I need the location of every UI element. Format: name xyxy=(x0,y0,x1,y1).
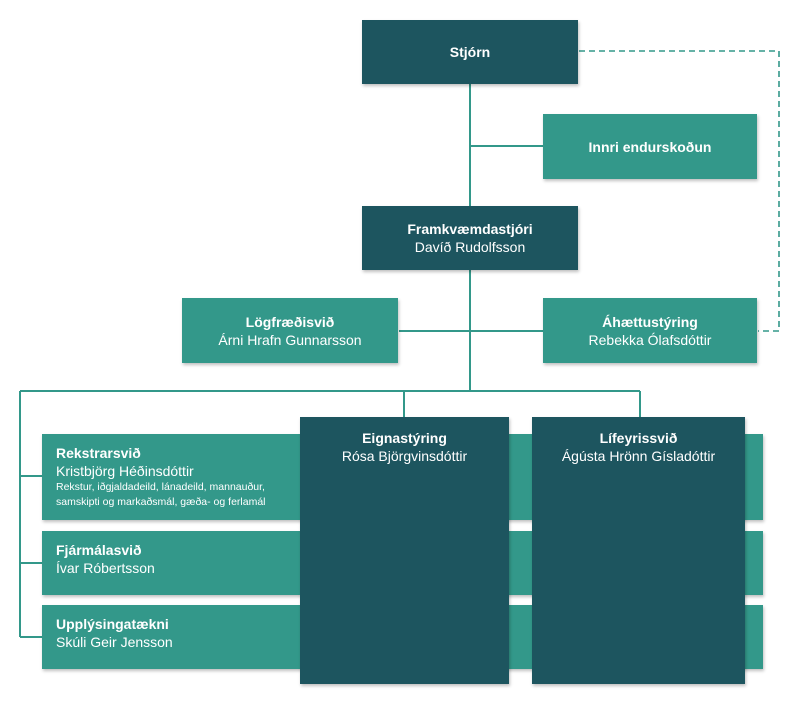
ceo-title: Framkvæmdastjóri xyxy=(407,221,533,237)
innri-box: Innri endurskoðun xyxy=(543,114,757,179)
ceo-box: Framkvæmdastjóri Davíð Rudolfsson xyxy=(362,206,578,270)
lifeyris-name: Ágústa Hrönn Gísladóttir xyxy=(561,448,716,464)
eigna-box: Eignastýring Rósa Björgvinsdóttir xyxy=(300,417,509,684)
upplysinga-title: Upplýsingatækni xyxy=(56,616,169,632)
innri-title: Innri endurskoðun xyxy=(588,138,712,155)
upplysinga-name: Skúli Geir Jensson xyxy=(56,634,173,650)
rekstrar-desc-1: Rekstur, iðgjaldadeild, lánadeild, manna… xyxy=(56,481,265,493)
logfraedi-name: Árni Hrafn Gunnarsson xyxy=(218,331,362,348)
lifeyris-box: Lífeyrissvið Ágústa Hrönn Gísladóttir xyxy=(532,417,745,684)
stjorn-box: Stjórn xyxy=(362,20,578,84)
eigna-title: Eignastýring xyxy=(362,430,447,446)
rekstrar-name: Kristbjörg Héðinsdóttir xyxy=(56,463,194,479)
rekstrar-title: Rekstrarsvið xyxy=(56,445,141,461)
fjarmala-name: Ívar Róbertsson xyxy=(56,560,155,576)
fjarmala-title: Fjármálasvið xyxy=(56,542,142,558)
rekstrar-desc-2: samskipti og markaðsmál, gæða- og ferlam… xyxy=(56,496,266,508)
logfraedi-title: Lögfræðisvið xyxy=(245,313,335,330)
lifeyris-title: Lífeyrissvið xyxy=(599,430,678,446)
stjorn-title: Stjórn xyxy=(449,44,491,60)
logfraedi-box: Lögfræðisvið Árni Hrafn Gunnarsson xyxy=(182,298,398,363)
ahaettu-name: Rebekka Ólafsdóttir xyxy=(588,331,712,348)
dashed-board-link xyxy=(579,50,780,332)
ahaettu-box: Áhættustýring Rebekka Ólafsdóttir xyxy=(543,298,757,363)
ceo-name: Davíð Rudolfsson xyxy=(414,239,526,255)
ahaettu-title: Áhættustýring xyxy=(602,313,698,330)
eigna-name: Rósa Björgvinsdóttir xyxy=(341,448,468,464)
